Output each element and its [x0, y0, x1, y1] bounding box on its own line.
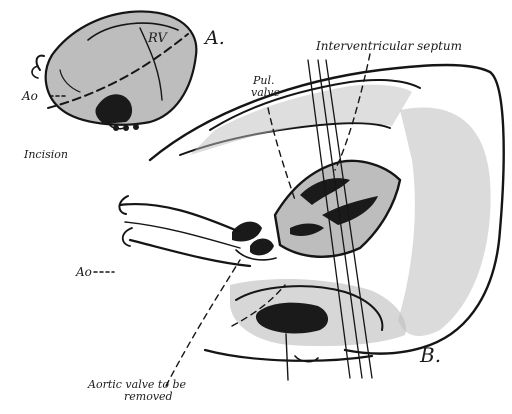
- aortic-valve-label-2: removed: [124, 390, 173, 403]
- septum-label: Interventricular septum: [315, 39, 462, 53]
- rv-label: RV: [147, 31, 168, 46]
- incision-label: Incision: [23, 148, 68, 161]
- panel-a-label: A.: [203, 27, 225, 49]
- ao-inset-label: Ao: [21, 89, 38, 103]
- panel-b-label: B.: [419, 343, 441, 367]
- inset-a-heart: [32, 11, 196, 131]
- ao-main-label: Ao: [75, 265, 92, 279]
- pul-valve-label-2: valve: [251, 86, 281, 99]
